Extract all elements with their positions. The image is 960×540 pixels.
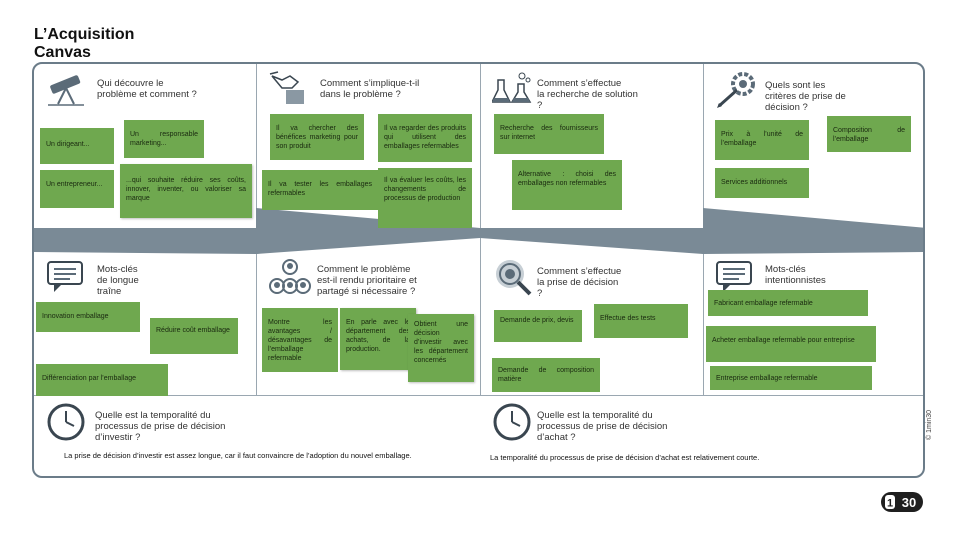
invest-timing-text: La prise de décision d’investir est asse… (64, 451, 412, 460)
title-line: Quels sont les (765, 80, 826, 91)
note-services[interactable]: Services additionnels (715, 168, 809, 198)
section-title-intent: Mots-clés intentionnistes (765, 264, 915, 286)
brand-logo: 1 30 (881, 492, 923, 512)
note-dirigeant[interactable]: Un dirigeant... (40, 128, 114, 164)
note-tests[interactable]: Effectue des tests (594, 304, 688, 338)
left-arrow-tip (256, 208, 480, 254)
title-line: Mots-clés (765, 264, 806, 275)
funnel-arrow-band (34, 208, 923, 254)
acquisition-canvas: Qui découvre le problème et comment ? Co… (32, 62, 925, 478)
divider-v-3 (703, 64, 704, 228)
note-parle[interactable]: En parle avec le département des achats,… (340, 308, 416, 370)
speech-bubble-icon (47, 261, 83, 292)
title-line: Qui découvre le (97, 78, 164, 89)
title-line-1: L’Acquisition (34, 26, 135, 43)
title-line: Comment s’implique-t-il (320, 78, 420, 89)
note-reduire-cout[interactable]: Réduire coût emballage (150, 318, 238, 354)
section-title-involvement: Comment s’implique-t-il dans le problème… (320, 78, 470, 100)
note-reduire[interactable]: ...qui souhaite réduire ses coûts, innov… (120, 164, 252, 218)
title-line: la recherche de solution (537, 89, 638, 100)
right-arrow-tip (703, 208, 923, 254)
note-prix[interactable]: Prix à l’unité de l’emballage (715, 120, 809, 160)
title-line: processus de prise de décision (537, 421, 668, 432)
clock-icon (493, 403, 531, 441)
section-title-search: Comment s’effectue la recherche de solut… (537, 78, 687, 111)
note-recherche[interactable]: Recherche des fournisseurs sur internet (494, 114, 604, 154)
title-line: dans le problème ? (320, 89, 401, 100)
note-alternative[interactable]: Alternative : choisi des emballages non … (512, 160, 622, 210)
title-line: Quelle est la temporalité du (537, 410, 653, 421)
title-line: d’achat ? (537, 432, 576, 443)
note-entrepreneur[interactable]: Un entrepreneur... (40, 170, 114, 208)
title-line: processus de prise de décision (95, 421, 226, 432)
speech-bubble-icon (716, 261, 752, 292)
note-obtient[interactable]: Obtient une décision d’investir avec les… (408, 314, 474, 382)
logo-right-text: 30 (902, 495, 916, 510)
title-line: la prise de décision (537, 277, 619, 288)
title-line: critères de prise de (765, 91, 846, 102)
note-differenciation[interactable]: Différenciation par l’emballage (36, 364, 168, 396)
title-line: Comment le problème (317, 264, 411, 275)
note-regarder[interactable]: Il va regarder des produits qui utilisen… (378, 114, 472, 162)
title-line: ? (537, 100, 543, 111)
section-title-discover: Qui découvre le problème et comment ? (97, 78, 247, 100)
telescope-icon (48, 75, 84, 106)
chemistry-flask-icon (492, 72, 532, 103)
title-line-2: Canvas (34, 44, 91, 61)
pen-gear-icon (717, 72, 755, 108)
title-line: est-il rendu prioritaire et (317, 275, 417, 286)
note-demande-prix[interactable]: Demande de prix, devis (494, 310, 582, 342)
note-responsable[interactable]: Un responsable marketing... (124, 120, 204, 158)
section-title-prioritization: Comment le problème est-il rendu priorit… (317, 264, 477, 297)
divider-h-1 (34, 395, 923, 396)
hand-icon (269, 71, 304, 104)
note-chercher[interactable]: Il va chercher des bénéfices marketing p… (270, 114, 364, 160)
note-composition[interactable]: Composition de l’emballage (827, 116, 911, 152)
section-title-purchase-timing: Quelle est la temporalité du processus d… (537, 410, 737, 443)
section-title-decision: Comment s’effectue la prise de décision … (537, 266, 687, 299)
copyright: © 1min30 (926, 409, 933, 440)
title-line: décision ? (765, 102, 808, 113)
title-line: intentionnistes (765, 275, 826, 286)
title-line: Comment s’effectue (537, 266, 622, 277)
target-magnifier-icon (496, 260, 532, 296)
divider-v-4 (256, 254, 257, 396)
title-line: d’investir ? (95, 432, 141, 443)
title-line: Comment s’effectue (537, 78, 622, 89)
page-title: L’Acquisition Canvas (34, 26, 134, 62)
title-line: Quelle est la temporalité du (95, 410, 211, 421)
note-montre[interactable]: Montre les avantages / désavantages de l… (262, 308, 338, 372)
title-line: de longue (97, 275, 139, 286)
note-demande-compo[interactable]: Demande de composition matière (492, 358, 600, 392)
section-title-longtail: Mots-clés de longue traîne (97, 264, 247, 297)
title-line: problème et comment ? (97, 89, 197, 100)
note-acheter[interactable]: Acheter emballage refermable pour entrep… (706, 326, 876, 362)
divider-v-1 (256, 64, 257, 228)
divider-v-5 (703, 254, 704, 396)
note-fabricant[interactable]: Fabricant emballage refermable (708, 290, 868, 316)
title-line: Mots-clés (97, 264, 138, 275)
title-line: traîne (97, 286, 122, 297)
title-line: partagé si nécessaire ? (317, 286, 416, 297)
people-network-icon (269, 259, 311, 294)
logo-left-text: 1 (887, 498, 893, 510)
clock-icon (47, 403, 85, 441)
section-title-criteria: Quels sont les critères de prise de déci… (765, 80, 915, 113)
section-title-invest-timing: Quelle est la temporalité du processus d… (95, 410, 295, 443)
purchase-timing-text: La temporalité du processus de prise de … (490, 453, 760, 462)
note-innovation[interactable]: Innovation emballage (36, 302, 140, 332)
note-evaluer[interactable]: Il va évaluer les coûts, les changements… (378, 168, 472, 228)
title-line: ? (537, 288, 543, 299)
note-tester[interactable]: Il va tester les emballages refermables (262, 170, 378, 210)
note-entreprise[interactable]: Entreprise emballage refermable (710, 366, 872, 390)
